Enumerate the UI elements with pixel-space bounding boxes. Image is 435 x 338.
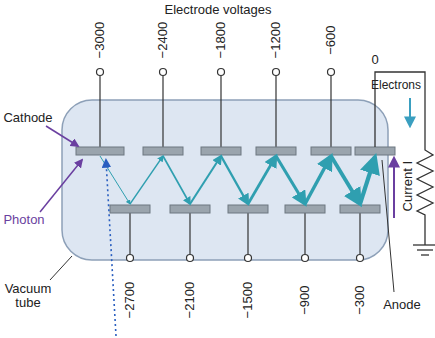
voltage-label: −600: [324, 25, 338, 54]
electrode-leads: [97, 69, 364, 262]
cathode-pointer: [46, 126, 78, 146]
anode-leader: [382, 160, 394, 292]
current-arrow: [393, 158, 395, 218]
voltage-label: −2100: [183, 282, 197, 319]
dynodes: [76, 147, 395, 213]
voltage-label: −2400: [156, 22, 170, 59]
voltage-label: 0: [371, 53, 378, 67]
diagram-title: Electrode voltages: [165, 3, 272, 17]
current-label: Current I: [401, 161, 415, 212]
voltage-label: −1800: [214, 22, 228, 59]
voltage-label: −900: [298, 285, 312, 314]
part-label: Photon: [3, 213, 44, 227]
photon-path: [106, 160, 116, 336]
voltage-label: −1200: [269, 22, 283, 59]
electron-flow-arrow: [409, 98, 411, 126]
part-label: Vacuum tube: [2, 282, 54, 311]
load-resistor: [375, 72, 435, 255]
voltage-label: −2700: [123, 282, 137, 319]
voltage-label: −1500: [241, 282, 255, 319]
tube-leader: [50, 256, 72, 280]
photon-pointer: [40, 160, 82, 212]
part-label: Cathode: [3, 111, 52, 125]
electron-label: Electrons: [371, 79, 421, 92]
voltage-label: −300: [353, 285, 367, 314]
part-label: Anode: [383, 298, 421, 312]
voltage-label: −3000: [93, 22, 107, 59]
electron-cascade: [100, 156, 375, 204]
